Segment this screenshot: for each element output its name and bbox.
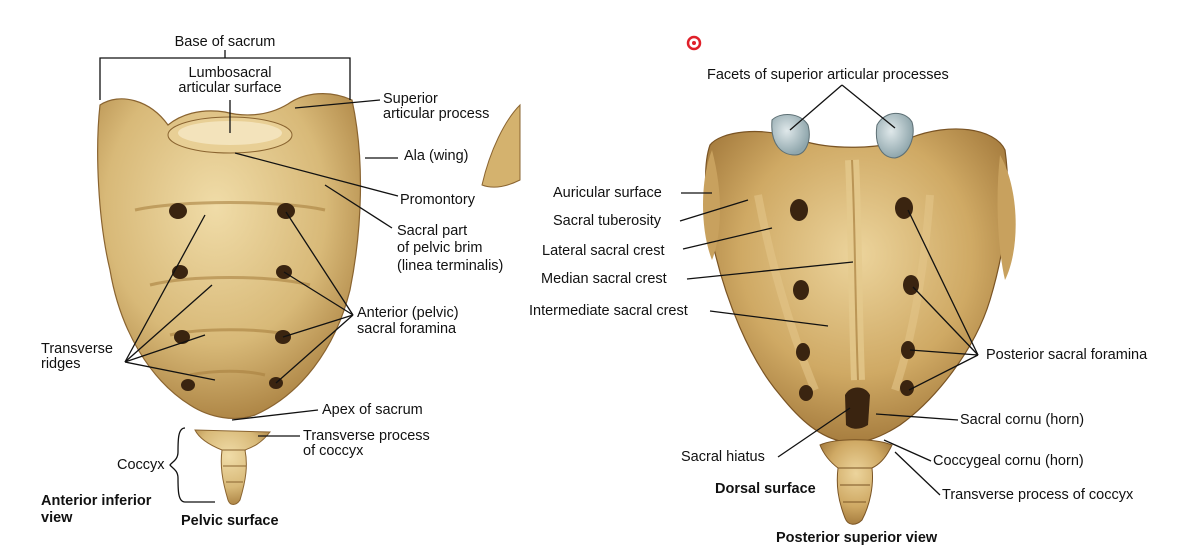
label-median-sacral-crest: Median sacral crest (541, 271, 667, 287)
label-coccygeal-cornu: Coccygeal cornu (horn) (933, 453, 1084, 469)
label-posterior-sacral-foramina: Posterior sacral foramina (986, 347, 1148, 363)
label-anterior-foramina-line2: sacral foramina (357, 321, 457, 337)
label-anterior-view-line2: view (41, 510, 73, 526)
label-superior-line2: articular process (383, 106, 490, 122)
label-ala: Ala (wing) (404, 148, 469, 164)
label-sacral-hiatus: Sacral hiatus (681, 449, 765, 465)
label-sacral-part-line1: Sacral part (397, 223, 468, 239)
label-sacral-part-line3: (linea terminalis) (397, 258, 504, 274)
label-lumbosacral-line1: Lumbosacral (188, 65, 272, 81)
cursor-indicator (686, 35, 702, 51)
label-coccyx: Coccyx (117, 457, 165, 473)
label-dorsal-surface: Dorsal surface (715, 481, 816, 497)
coccyx-posterior (819, 439, 893, 525)
label-sacral-part-line2: of pelvic brim (397, 240, 483, 256)
label-pelvic-surface: Pelvic surface (181, 513, 279, 529)
label-anterior-foramina-line1: Anterior (pelvic) (357, 305, 459, 321)
label-lateral-sacral-crest: Lateral sacral crest (542, 243, 665, 259)
label-superior-line1: Superior (383, 91, 438, 107)
sacrum-posterior-bone (703, 128, 1016, 444)
base-bracket (99, 50, 351, 100)
sacrum-anterior-bone (97, 93, 362, 420)
label-posterior-superior-view: Posterior superior view (776, 530, 938, 546)
label-intermediate-sacral-crest: Intermediate sacral crest (529, 303, 688, 319)
label-transverse-ridges-line1: Transverse (41, 341, 113, 357)
label-tp-coccyx-line2: of coccyx (303, 443, 364, 459)
label-sacral-tuberosity: Sacral tuberosity (553, 213, 661, 229)
label-tp-coccyx-right: Transverse process of coccyx (942, 487, 1134, 503)
label-base-of-sacrum: Base of sacrum (174, 34, 276, 50)
articular-facets (771, 112, 914, 159)
coccyx-anterior (194, 429, 271, 505)
leader-lines-right (679, 84, 979, 496)
label-lumbosacral-line2: articular surface (178, 80, 282, 96)
label-sacral-cornu: Sacral cornu (horn) (960, 412, 1085, 428)
leader-lines-left (124, 99, 399, 503)
label-promontory: Promontory (400, 192, 475, 208)
label-tp-coccyx-line1: Transverse process (303, 428, 430, 444)
pelvis-fragment (481, 103, 521, 188)
label-auricular-surface: Auricular surface (553, 185, 662, 201)
label-facets: Facets of superior articular processes (707, 67, 949, 83)
label-apex: Apex of sacrum (322, 402, 423, 418)
label-transverse-ridges-line2: ridges (41, 356, 81, 372)
label-anterior-view-line1: Anterior inferior (41, 493, 152, 509)
